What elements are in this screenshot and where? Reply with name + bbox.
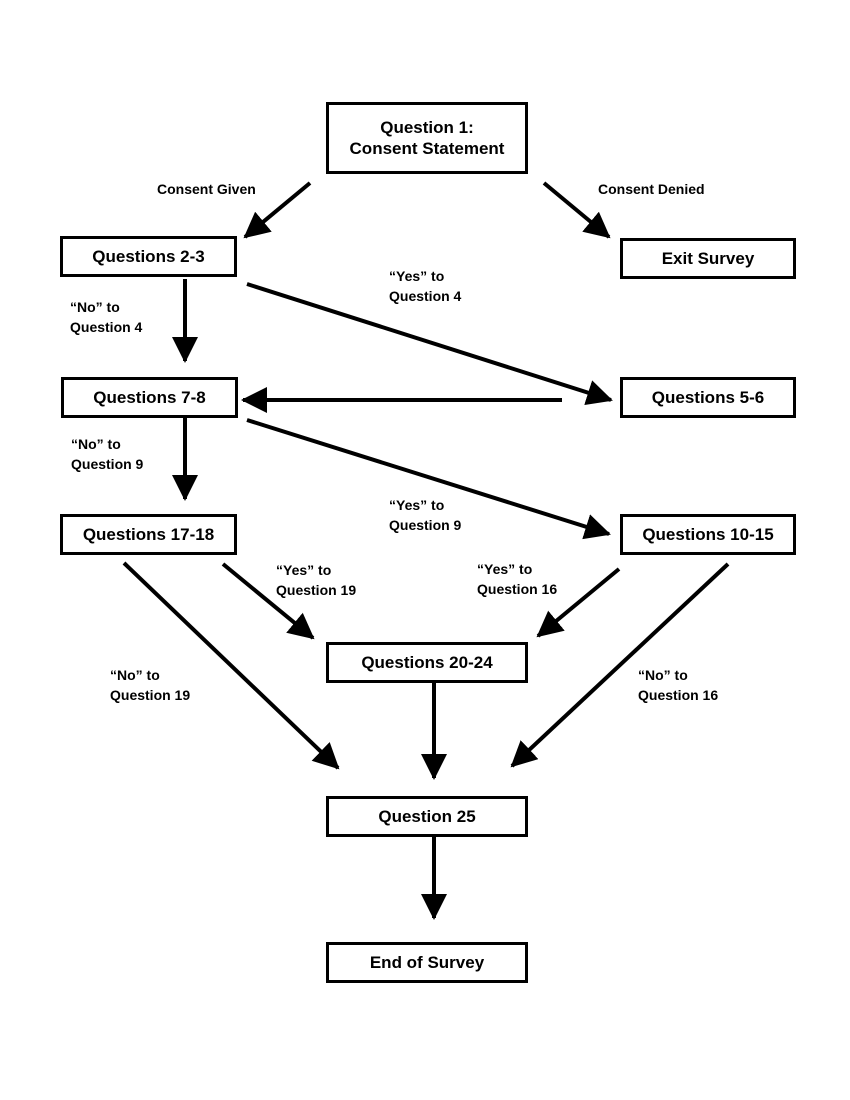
label-text: Question 4 bbox=[70, 319, 143, 335]
node-text: Questions 20-24 bbox=[361, 653, 493, 672]
arrow-yes-q19 bbox=[221, 562, 315, 640]
node-text: Question 25 bbox=[378, 807, 476, 826]
label-yes-question-19: “Yes” to Question 19 bbox=[276, 560, 356, 600]
arrow-consent-given bbox=[243, 181, 312, 239]
label-text: “No” to bbox=[70, 299, 120, 315]
arrow-no-q16 bbox=[510, 562, 730, 768]
label-text: Question 16 bbox=[638, 687, 719, 703]
label-consent-denied: Consent Denied bbox=[598, 179, 705, 199]
node-text: Question 1: bbox=[380, 118, 474, 137]
label-text: “Yes” to bbox=[389, 497, 445, 513]
arrow-consent-denied bbox=[542, 181, 611, 239]
node-text: Questions 5-6 bbox=[651, 388, 765, 407]
label-text: Consent Denied bbox=[598, 181, 705, 197]
node-text: Exit Survey bbox=[661, 249, 755, 268]
label-no-question-4: “No” to Question 4 bbox=[70, 297, 142, 337]
arrow-yes-q9 bbox=[246, 418, 611, 540]
node-text: Questions 7-8 bbox=[93, 388, 206, 407]
node-text: Questions 2-3 bbox=[92, 247, 205, 266]
label-text: “Yes” to bbox=[389, 268, 445, 284]
node-question-25: Question 25 bbox=[326, 796, 528, 837]
label-text: “No” to bbox=[110, 667, 160, 683]
node-exit-survey: Exit Survey bbox=[620, 238, 796, 279]
node-questions-5-6: Questions 5-6 bbox=[620, 377, 796, 418]
arrow-yes-q4 bbox=[246, 282, 613, 406]
label-text: Question 19 bbox=[276, 582, 357, 598]
node-questions-7-8: Questions 7-8 bbox=[61, 377, 238, 418]
label-text: “No” to bbox=[638, 667, 688, 683]
label-no-question-19: “No” to Question 19 bbox=[110, 665, 190, 705]
node-questions-10-15: Questions 10-15 bbox=[620, 514, 796, 555]
label-consent-given: Consent Given bbox=[157, 179, 256, 199]
label-no-question-9: “No” to Question 9 bbox=[71, 434, 143, 474]
label-text: “No” to bbox=[71, 436, 121, 452]
arrow-yes-q16 bbox=[536, 567, 621, 638]
node-questions-17-18: Questions 17-18 bbox=[60, 514, 237, 555]
node-questions-2-3: Questions 2-3 bbox=[60, 236, 237, 277]
node-question-1: Question 1: Consent Statement bbox=[326, 102, 528, 174]
label-no-question-16: “No” to Question 16 bbox=[638, 665, 718, 705]
node-text: End of Survey bbox=[369, 953, 485, 972]
label-text: Question 16 bbox=[477, 581, 558, 597]
label-text: Question 4 bbox=[389, 288, 462, 304]
label-text: Question 9 bbox=[71, 456, 144, 472]
node-text: Consent Statement bbox=[349, 139, 505, 158]
node-questions-20-24: Questions 20-24 bbox=[326, 642, 528, 683]
label-text: Question 9 bbox=[389, 517, 462, 533]
label-text: Question 19 bbox=[110, 687, 191, 703]
label-yes-question-9: “Yes” to Question 9 bbox=[389, 495, 461, 535]
node-text: Questions 17-18 bbox=[82, 525, 215, 544]
label-yes-question-4: “Yes” to Question 4 bbox=[389, 266, 461, 306]
label-text: “Yes” to bbox=[276, 562, 332, 578]
arrow-no-q19 bbox=[122, 561, 340, 770]
node-end-of-survey: End of Survey bbox=[326, 942, 528, 983]
label-yes-question-16: “Yes” to Question 16 bbox=[477, 559, 557, 599]
label-text: “Yes” to bbox=[477, 561, 533, 577]
node-text: Questions 10-15 bbox=[642, 525, 774, 544]
label-text: Consent Given bbox=[157, 181, 256, 197]
